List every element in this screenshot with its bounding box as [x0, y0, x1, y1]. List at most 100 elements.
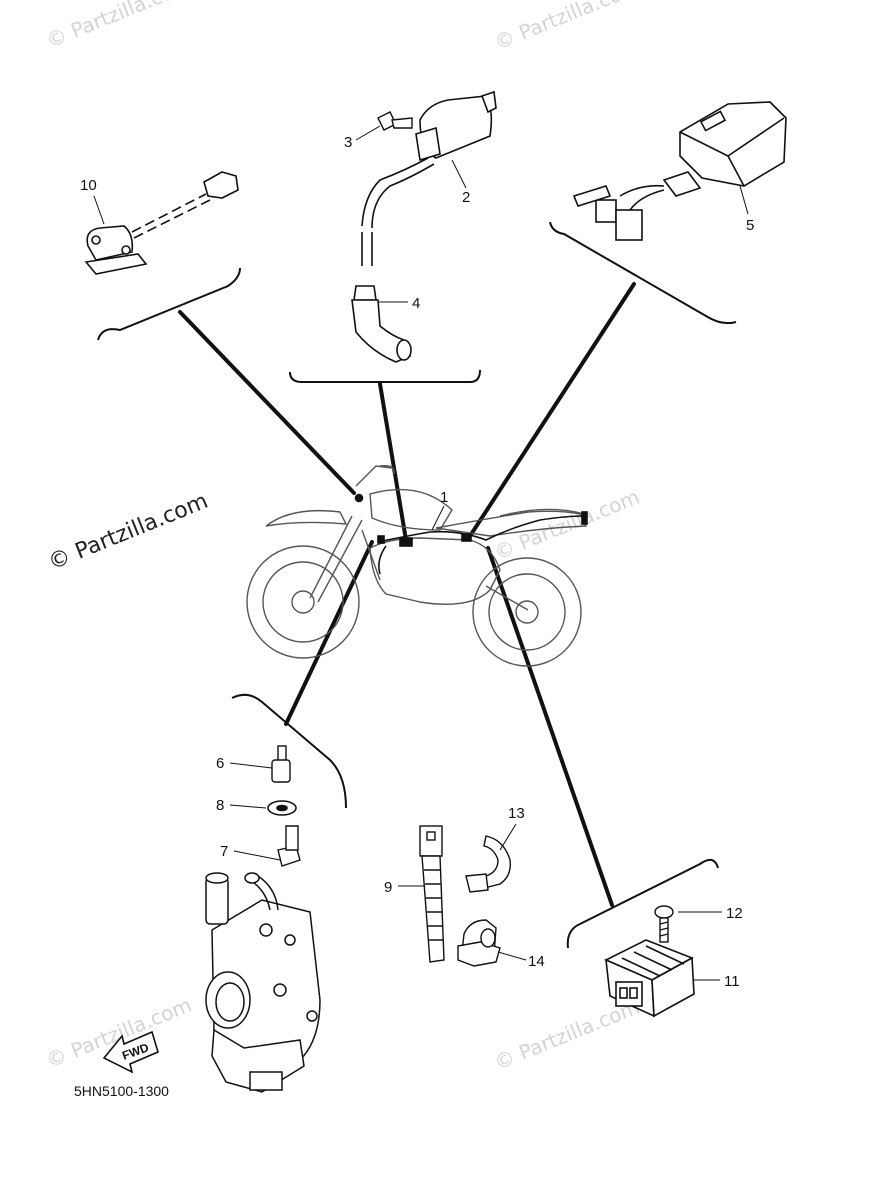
- front-fender: [265, 509, 348, 527]
- radiator-side: [361, 529, 381, 581]
- coil-terminal: [480, 90, 497, 114]
- part-10-switch: [84, 171, 239, 275]
- carb-choke-end: [244, 872, 260, 884]
- callout-10: 10: [80, 177, 97, 194]
- bracket-cdi-unit: [549, 221, 737, 325]
- leader-rectifier: [486, 546, 614, 907]
- rectifier-pin-2: [629, 987, 638, 999]
- part-6-fitting: [271, 745, 291, 783]
- cable-tie-slot: [426, 831, 436, 841]
- part-4-plug-cap: [351, 285, 412, 363]
- bracket-carburetor: [231, 693, 347, 809]
- carb-screw-3: [273, 983, 287, 997]
- callout-14: 14: [528, 953, 545, 970]
- callout-3-leader: [355, 125, 381, 141]
- callout-8: 8: [216, 797, 224, 814]
- leader-ignition-coil: [378, 382, 408, 542]
- watermark-top-right: © Partzilla.com: [491, 0, 643, 55]
- cable-tie-strap: [421, 855, 445, 963]
- rear-fender: [499, 508, 585, 517]
- part-2-ignition-coil: [361, 90, 497, 266]
- callout-6: 6: [216, 755, 224, 772]
- callout-12: 12: [726, 905, 743, 922]
- bracket-ignition-coil: [289, 369, 481, 383]
- part-12-bolt: [654, 905, 674, 943]
- callout-5-leader: [739, 185, 749, 215]
- callout-4: 4: [412, 295, 420, 312]
- cdi-plug-1: [595, 199, 617, 223]
- coil-mount: [415, 126, 441, 162]
- handlebar: [355, 464, 395, 487]
- plug-cap-end: [396, 339, 412, 361]
- cable-tie-head: [419, 825, 443, 857]
- watermark-mid-right: © Partzilla.com: [491, 485, 643, 565]
- cdi-housing: [679, 101, 787, 187]
- carb-top-cap-end: [205, 872, 229, 884]
- callout-7: 7: [220, 843, 228, 860]
- seat: [435, 510, 588, 537]
- callout-13: 13: [508, 805, 525, 822]
- callout-9: 9: [384, 879, 392, 896]
- callout-10-leader: [93, 195, 105, 225]
- cdi-cable: [662, 171, 702, 197]
- switch-bolt-hole-2: [121, 245, 131, 255]
- callout-2-leader: [451, 159, 467, 189]
- diagram-code: 5HN5100-1300: [74, 1083, 169, 1099]
- switch-base: [84, 253, 148, 275]
- leader-switch: [178, 310, 356, 495]
- clamp-arm: [285, 825, 299, 851]
- part-7-clamp: [277, 825, 301, 867]
- front-wheel-outer: [246, 545, 360, 659]
- bracket-rectifier: [566, 858, 719, 949]
- rear-hub: [515, 600, 539, 624]
- clamp-band: [483, 835, 511, 889]
- coil-lead-end: [361, 232, 373, 266]
- callout-1: 1: [440, 489, 448, 506]
- part-5-cdi-unit: [572, 101, 787, 241]
- cable-tie-ribs: [424, 869, 443, 941]
- callout-8-leader: [229, 804, 267, 809]
- harness-connector-a: [399, 537, 413, 547]
- group-brackets: [97, 221, 737, 949]
- clamp-tab: [465, 873, 489, 893]
- part-3-bolt: [377, 111, 413, 131]
- carb-drain: [249, 1071, 283, 1091]
- cdi-label: [699, 110, 727, 132]
- rear-wheel-outer: [472, 557, 582, 667]
- harness-branch-low: [378, 545, 387, 575]
- switch-body: [86, 225, 134, 261]
- callout-13-leader: [499, 823, 517, 851]
- carb-screw-4: [306, 1010, 318, 1022]
- wiring-harness: [354, 493, 588, 575]
- group-leaders: [178, 282, 636, 907]
- rectifier-pin-1: [619, 987, 628, 999]
- carb-throat-inner: [215, 982, 245, 1022]
- harness-connector-b: [461, 533, 472, 542]
- callout-7-leader: [233, 850, 281, 861]
- coil-lead: [361, 157, 429, 227]
- part-14-holder: [457, 919, 501, 967]
- plug-cap-top: [353, 285, 377, 301]
- fitting-body: [271, 759, 291, 783]
- harness-main: [377, 515, 585, 543]
- callout-3: 3: [344, 134, 352, 151]
- bolt-shank: [391, 117, 413, 129]
- switch-wire: [131, 193, 211, 239]
- part-11-rectifier: [604, 939, 695, 1018]
- watermark-top-left: © Partzilla.com: [43, 0, 195, 53]
- holder-opening: [480, 928, 496, 948]
- carburetor: [205, 872, 321, 1093]
- swingarm: [485, 585, 529, 611]
- coil-lead-2: [371, 163, 435, 229]
- rear-wheel-inner: [488, 573, 566, 651]
- carb-top-cap: [205, 877, 229, 925]
- callout-11: 11: [724, 973, 740, 990]
- front-hub: [291, 590, 315, 614]
- fwd-arrow: FWD: [102, 1030, 159, 1074]
- cdi-plug-2: [615, 209, 643, 241]
- bolt-12-head: [654, 905, 674, 919]
- cdi-top-line: [727, 117, 785, 157]
- frame-engine: [369, 537, 501, 605]
- leader-cdi-unit: [468, 282, 636, 538]
